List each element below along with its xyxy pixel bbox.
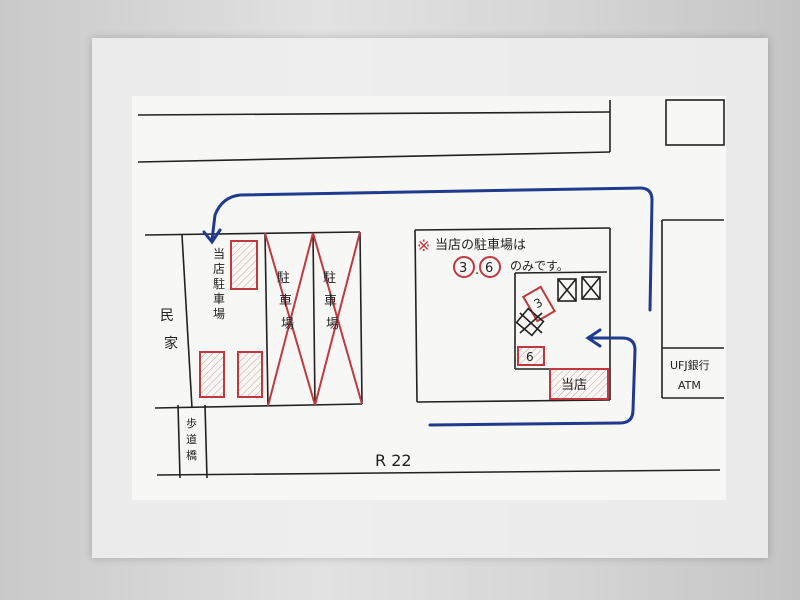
note-mark: ※	[417, 236, 430, 255]
svg-text:駐: 駐	[277, 271, 290, 286]
bank-label: UFJ銀行	[670, 358, 710, 372]
route-arrow-top	[210, 186, 654, 312]
route-arrow-bottom	[428, 336, 637, 427]
footbridge-label: 歩 道 橋	[186, 416, 197, 462]
svg-text:場: 場	[281, 317, 294, 332]
svg-text:店: 店	[213, 262, 225, 276]
left-block	[144, 231, 721, 479]
crossed-spots	[515, 276, 601, 337]
svg-text:駐: 駐	[213, 276, 225, 291]
store-parking-label: 当 店 駐 車 場	[213, 247, 225, 321]
right-block	[414, 219, 724, 403]
note-line1: 当店の駐車場は	[435, 238, 526, 253]
other-parking-label: 駐 車 場 駐 車 場	[277, 271, 339, 332]
svg-text:道: 道	[186, 432, 197, 446]
parking-spot-6	[517, 346, 545, 366]
note-num-b: 6	[485, 261, 493, 276]
map-paper	[132, 96, 726, 500]
store-label: 当店	[561, 378, 587, 393]
house-label: 民 家	[160, 308, 178, 352]
svg-text:場: 場	[213, 307, 225, 321]
svg-text:駐: 駐	[323, 271, 336, 286]
circle-mark	[453, 256, 475, 278]
atm-label: ATM	[678, 379, 701, 392]
store-parking-spot	[230, 240, 258, 290]
note-line2: のみです。	[510, 259, 569, 273]
svg-text:橋: 橋	[186, 448, 197, 462]
arrow-head-icon	[202, 228, 222, 245]
store-parking-spot	[199, 351, 225, 398]
spot-6-label: 6	[526, 350, 534, 364]
top-street	[137, 99, 725, 163]
svg-text:歩: 歩	[186, 416, 197, 430]
circle-mark	[479, 256, 501, 278]
svg-text:民: 民	[160, 308, 174, 324]
note-num-a: 3	[459, 261, 467, 276]
svg-text:車: 車	[213, 292, 225, 306]
spot-3-label: 3	[532, 295, 546, 311]
svg-text:場: 場	[326, 317, 339, 332]
road-label: R 22	[375, 451, 412, 470]
store-building	[549, 368, 609, 400]
arrow-head-icon	[585, 328, 602, 348]
svg-text:当: 当	[213, 247, 225, 261]
svg-text:家: 家	[164, 335, 178, 352]
store-parking-spot	[237, 351, 263, 398]
parking-spot-3	[521, 285, 557, 323]
svg-text:車: 車	[279, 294, 292, 309]
note-sep: .	[475, 263, 479, 278]
svg-text:車: 車	[324, 294, 337, 309]
